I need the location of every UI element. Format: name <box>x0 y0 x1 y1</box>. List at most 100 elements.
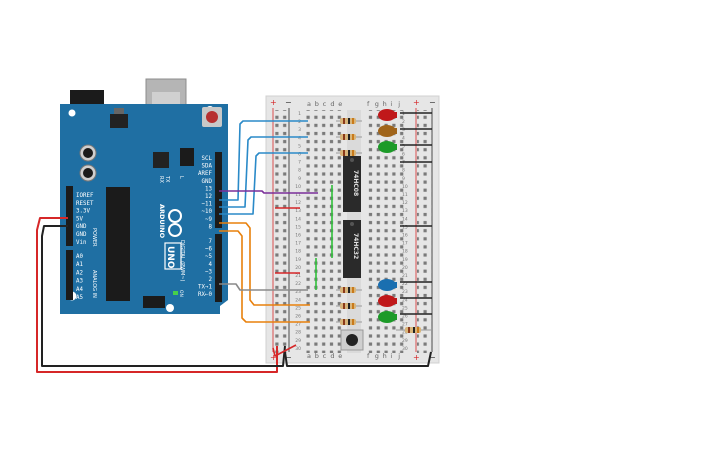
row-number: 26 <box>402 314 408 320</box>
power-pin-label: GND <box>76 224 87 230</box>
led-brown <box>378 125 397 137</box>
arduino-brand: ARDUINO <box>158 204 166 239</box>
row-number: 27 <box>295 322 301 328</box>
digital-pin-label: ~9 <box>205 217 212 223</box>
wires <box>36 112 432 373</box>
led-green <box>378 141 397 153</box>
digital-pin-label: ~6 <box>205 247 212 253</box>
led-red <box>378 109 397 121</box>
digital-header-top <box>215 152 222 228</box>
rail-plus-top-left: + <box>270 98 277 107</box>
row-number: 19 <box>402 257 408 263</box>
row-number: 11 <box>402 192 408 198</box>
row-number: 4 <box>298 135 301 141</box>
row-number: 30 <box>295 346 301 352</box>
wire-gnd-black <box>41 225 286 367</box>
column-letter: e <box>338 100 342 108</box>
row-number: 21 <box>295 273 301 279</box>
wire-pin8-orange <box>219 230 310 323</box>
row-number: 5 <box>402 143 405 149</box>
column-letter: j <box>397 352 400 360</box>
row-number: 25 <box>402 305 408 311</box>
arduino-logo <box>168 209 182 237</box>
row-number: 13 <box>295 208 301 214</box>
digital-pin-label: AREF <box>198 171 212 177</box>
analog-pin-label: A4 <box>76 287 83 293</box>
column-letter: h <box>383 352 387 360</box>
digital-pin-label: 8 <box>209 224 213 230</box>
leds <box>378 109 397 323</box>
column-letter: g <box>375 352 379 360</box>
row-number: 24 <box>402 297 408 303</box>
column-letter: j <box>397 100 400 108</box>
resistor <box>396 327 432 333</box>
atmega-chip <box>106 187 130 301</box>
resistors <box>336 118 432 333</box>
row-number: 14 <box>402 216 408 222</box>
rail-minus-top-left: − <box>285 98 292 107</box>
power-pin-label: GND <box>76 232 87 238</box>
left-terminal-holes <box>305 110 345 353</box>
rail-plus-bottom-right: + <box>413 353 420 362</box>
row-number: 24 <box>295 297 301 303</box>
row-number: 20 <box>295 265 301 271</box>
icsp-header <box>180 148 194 166</box>
ic-74hc32-label: 74HC32 <box>352 233 359 259</box>
digital-pin-label: GND <box>202 179 213 185</box>
digital-pin-label: 13 <box>205 186 212 192</box>
row-number: 10 <box>402 184 408 190</box>
column-letter: i <box>390 352 392 360</box>
column-letter: d <box>330 352 334 360</box>
power-pin-label: 3.3V <box>76 209 90 215</box>
row-number: 22 <box>295 281 301 287</box>
digital-pin-label: SDA <box>202 164 213 170</box>
resistor <box>336 319 362 325</box>
row-number: 17 <box>295 241 301 247</box>
power-label: POWER <box>91 228 97 247</box>
rx-indicator-label: RX <box>158 176 164 183</box>
column-letter: c <box>323 352 327 360</box>
column-letter: f <box>367 100 370 108</box>
right-rail-holes <box>417 110 432 353</box>
ic-74hc08: 74HC08 <box>343 156 361 212</box>
row-number: 4 <box>402 135 405 141</box>
push-button[interactable] <box>340 329 364 351</box>
digital-header-bottom <box>215 234 222 302</box>
row-number: 3 <box>298 127 301 133</box>
row-number: 16 <box>402 233 408 239</box>
wire-pin12-blue <box>219 120 308 201</box>
wire-pin11-blue <box>219 136 308 208</box>
analog-header <box>66 250 73 300</box>
column-letter: a <box>307 100 311 108</box>
digital-pin-label: 4 <box>209 262 213 268</box>
column-letter: b <box>315 352 319 360</box>
row-number: 1 <box>298 111 301 117</box>
row-number: 21 <box>402 273 408 279</box>
row-number: 13 <box>402 208 408 214</box>
wire-pin13-purple <box>219 190 318 194</box>
ic-74hc08-label: 74HC08 <box>352 170 359 196</box>
power-pin-label: IOREF <box>76 193 94 199</box>
wire-pin2-gray <box>219 283 308 291</box>
digital-pin-label: RX←0 <box>198 292 212 298</box>
row-number: 1 <box>402 111 405 117</box>
resistor <box>336 150 362 156</box>
row-number: 29 <box>402 338 408 344</box>
row-number: 8 <box>402 168 405 174</box>
resistor <box>336 303 362 309</box>
column-letter: d <box>330 100 334 108</box>
resistor <box>336 134 362 140</box>
row-number: 22 <box>402 281 408 287</box>
row-number: 6 <box>298 152 301 158</box>
led-green <box>378 311 397 323</box>
on-led <box>173 291 178 295</box>
digital-pin-label: ~10 <box>202 209 213 215</box>
row-number: 28 <box>402 330 408 336</box>
analog-pin-label: A0 <box>76 254 83 260</box>
row-number: 3 <box>402 127 405 133</box>
column-letter: c <box>323 100 327 108</box>
row-number: 5 <box>298 143 301 149</box>
digital-pin-label: 7 <box>209 239 213 245</box>
row-number: 15 <box>295 224 301 230</box>
